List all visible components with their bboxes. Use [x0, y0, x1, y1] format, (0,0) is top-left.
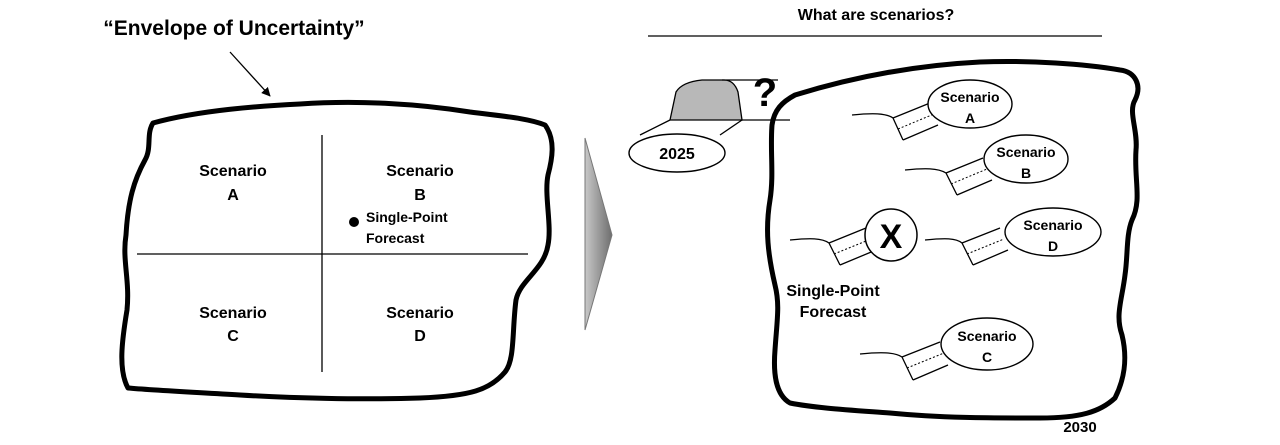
- envelope-pointer-arrow: [229, 51, 271, 97]
- end-year-label: 2030: [1063, 419, 1096, 436]
- envelope-title: “Envelope of Uncertainty”: [103, 17, 364, 40]
- quadrant-scenario-b: Scenario B: [386, 163, 454, 204]
- start-year-ellipse: [628, 133, 726, 173]
- scenarios-title: What are scenarios?: [798, 7, 955, 24]
- svg-text:C: C: [227, 328, 239, 345]
- svg-text:Scenario: Scenario: [386, 163, 454, 180]
- forecast-label-line1: Single-Point: [366, 209, 448, 225]
- svg-text:Scenario: Scenario: [199, 305, 267, 322]
- scenario-b-path: Scenario B: [904, 134, 1069, 196]
- forecast-x-mark: X: [880, 218, 903, 256]
- svg-text:A: A: [227, 187, 239, 204]
- forecast-path: X Single-Point Forecast: [786, 208, 918, 321]
- transition-arrow: [584, 137, 613, 331]
- svg-text:D: D: [1048, 238, 1058, 254]
- forecast-label-line2: Forecast: [366, 230, 425, 246]
- future-envelope-outline: [765, 58, 1141, 421]
- svg-text:C: C: [982, 349, 992, 365]
- question-mark: ?: [753, 71, 777, 115]
- scenario-a-path: Scenario A: [851, 79, 1013, 141]
- svg-text:Scenario: Scenario: [957, 328, 1016, 344]
- svg-text:B: B: [1021, 165, 1031, 181]
- present-cone-cap: [669, 79, 743, 121]
- present-cone: 2025 ?: [628, 71, 790, 173]
- right-forecast-label-line1: Single-Point: [786, 283, 880, 300]
- svg-text:B: B: [414, 187, 426, 204]
- quadrant-scenario-a: Scenario A: [199, 163, 267, 204]
- forecast-x-circle: [864, 208, 918, 262]
- svg-text:Scenario: Scenario: [1023, 217, 1082, 233]
- envelope-of-uncertainty-outline: [119, 99, 555, 402]
- svg-text:D: D: [414, 328, 426, 345]
- svg-text:Scenario: Scenario: [996, 144, 1055, 160]
- quadrant-scenario-c: Scenario C: [199, 305, 267, 345]
- quadrant-scenario-d: Scenario D: [386, 305, 454, 345]
- svg-text:A: A: [965, 110, 975, 126]
- svg-text:Scenario: Scenario: [199, 163, 267, 180]
- forecast-dot: [349, 217, 359, 227]
- svg-text:Scenario: Scenario: [386, 305, 454, 322]
- start-year-label: 2025: [659, 146, 695, 163]
- scenario-d-path: Scenario D: [924, 207, 1102, 266]
- svg-text:Scenario: Scenario: [940, 89, 999, 105]
- scenario-c-path: Scenario C: [859, 317, 1034, 381]
- right-forecast-label-line2: Forecast: [800, 304, 867, 321]
